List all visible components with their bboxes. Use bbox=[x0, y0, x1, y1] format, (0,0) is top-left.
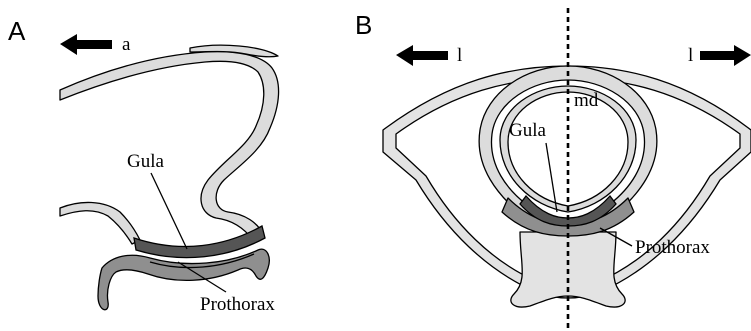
panel-b-gula-label: Gula bbox=[509, 120, 547, 141]
panel-a-prothorax-label: Prothorax bbox=[200, 294, 275, 315]
head-capsule-inner bbox=[500, 86, 636, 212]
panel-a-gula-leader bbox=[151, 173, 187, 249]
anterior-arrow-label: a bbox=[122, 34, 131, 55]
panel-b: B l l md Gula Prothorax bbox=[355, 8, 751, 331]
anterior-arrow-icon bbox=[60, 34, 112, 55]
median-label: md bbox=[574, 90, 599, 111]
panel-b-prothorax-label: Prothorax bbox=[635, 237, 710, 258]
panel-a-gula-label: Gula bbox=[127, 151, 165, 172]
panel-a: A a Gula Prothorax bbox=[8, 16, 279, 315]
lateral-arrow-left-label: l bbox=[457, 45, 462, 66]
lateral-arrow-left-icon bbox=[396, 45, 448, 66]
panel-a-letter: A bbox=[8, 16, 26, 46]
head-ventral-wall bbox=[60, 202, 140, 244]
lateral-arrow-right-label: l bbox=[688, 45, 693, 66]
lateral-arrow-right-icon bbox=[700, 45, 751, 66]
panel-b-letter: B bbox=[355, 10, 372, 40]
